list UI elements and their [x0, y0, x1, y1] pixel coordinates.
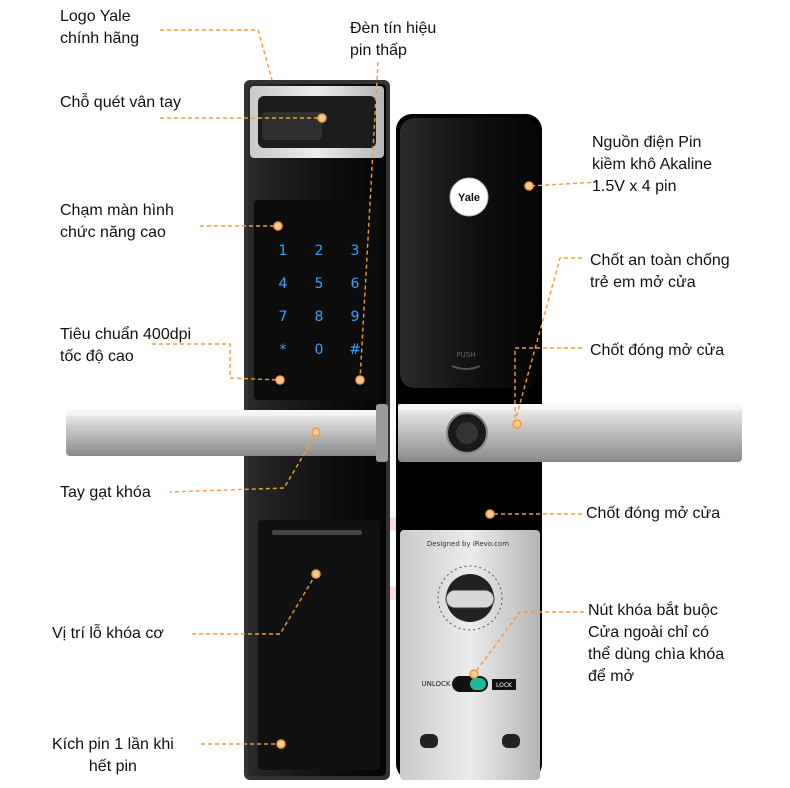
- keypad-key: 0: [315, 342, 324, 358]
- callout-lines: [152, 29, 599, 745]
- label-fingerprint: Chỗ quét vân tay: [60, 94, 181, 111]
- keypad-key: 3: [351, 243, 360, 259]
- callout-dots: [273, 113, 534, 749]
- keypad-key: #: [349, 342, 361, 358]
- keypad-key: 6: [351, 276, 360, 292]
- label-keyhole: Vị trí lỗ khóa cơ: [52, 625, 164, 642]
- keypad-key: 1: [279, 243, 288, 259]
- keypad-key: 4: [279, 276, 288, 292]
- keypad-key: *: [280, 342, 287, 358]
- designed-by-text: Designed by iRevo.com: [427, 540, 509, 548]
- keypad-key: 8: [315, 309, 324, 325]
- yale-logo: Yale: [458, 192, 480, 204]
- outside-handle: [66, 404, 388, 462]
- keypad: 1 2 3 4 5 6 7 8 9 * 0 #: [279, 243, 361, 358]
- keypad-key: 7: [279, 309, 288, 325]
- label-latch-upper: Chốt đóng mở cửa: [590, 342, 725, 359]
- inside-handle: [398, 404, 742, 462]
- keypad-key: 2: [315, 243, 324, 259]
- lock-label: LOCK: [496, 682, 513, 689]
- label-latch-lower: Chốt đóng mở cửa: [586, 505, 721, 522]
- push-label: PUSH: [456, 351, 475, 359]
- label-handle: Tay gạt khóa: [60, 484, 151, 501]
- unlock-label: UNLOCK: [422, 680, 451, 688]
- keypad-key: 5: [315, 276, 324, 292]
- keypad-key: 9: [351, 309, 360, 325]
